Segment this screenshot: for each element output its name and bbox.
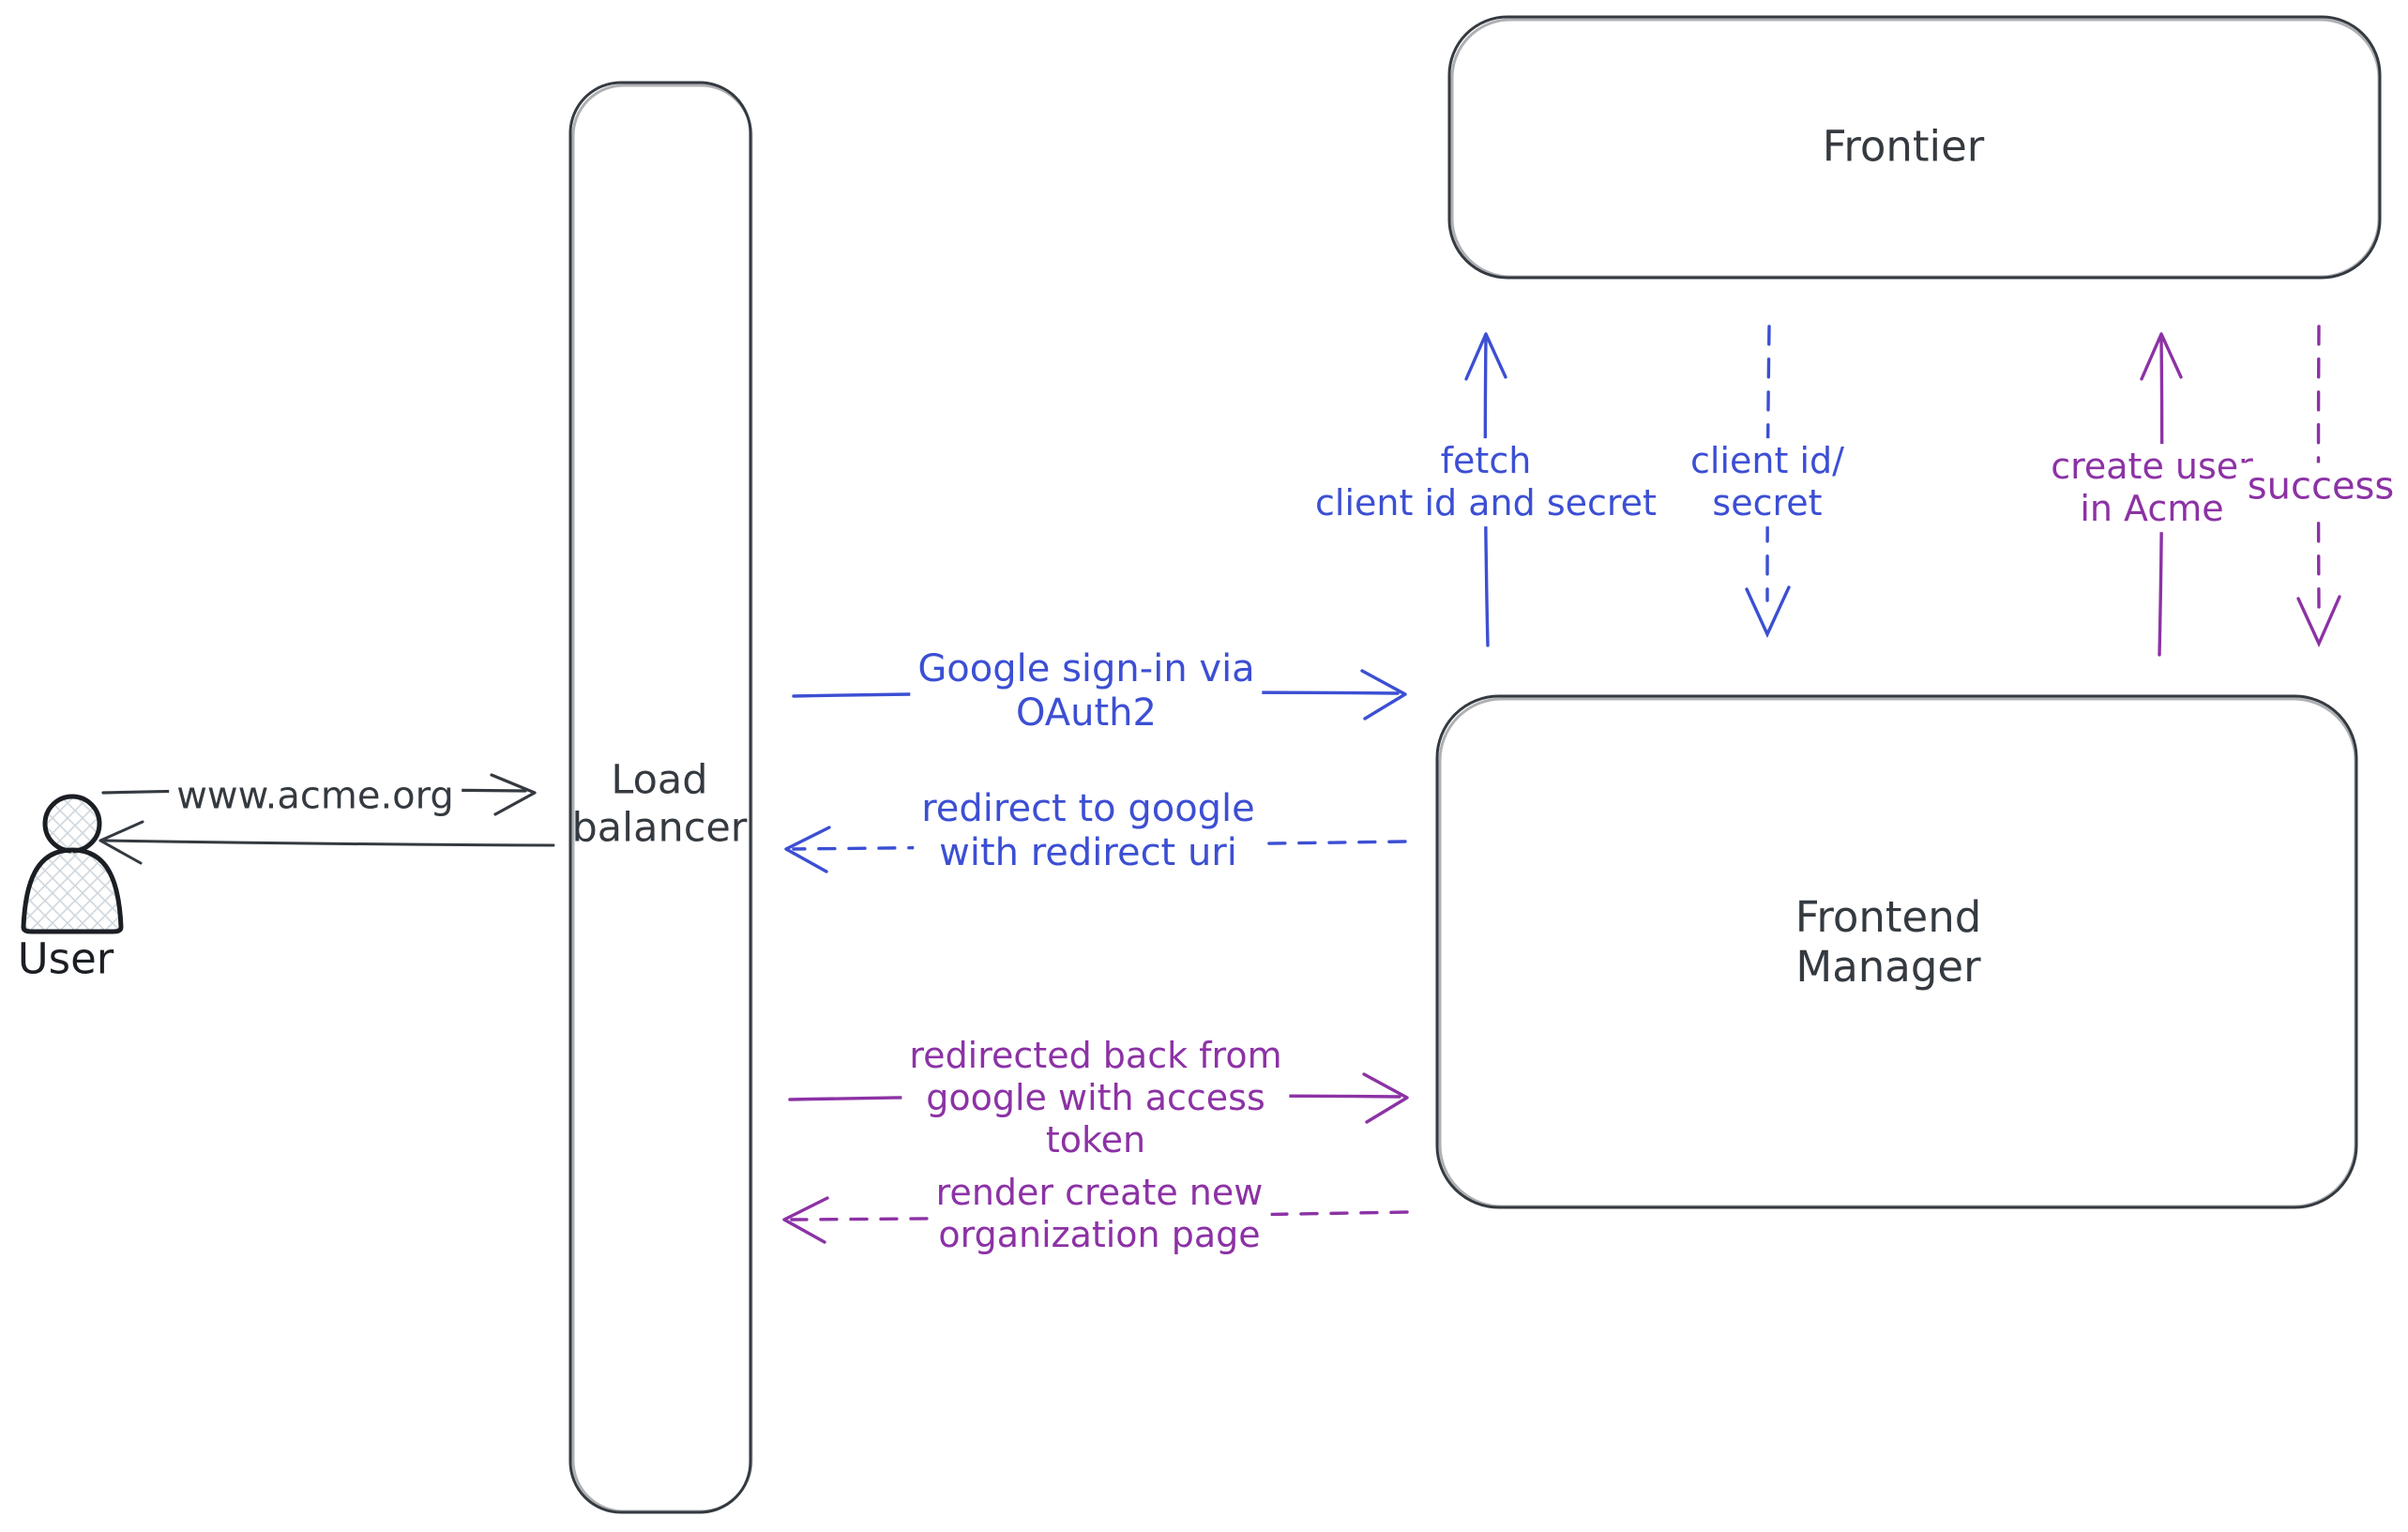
user-icon-head [42, 794, 102, 854]
arrow-render-org-page [782, 1196, 1409, 1244]
arrow-head [2140, 332, 2183, 381]
user-icon-body [21, 847, 124, 934]
arrow-head [1360, 669, 1407, 720]
arrow-client-id-secret [1745, 325, 1791, 639]
arrow-user-request [101, 773, 537, 816]
arrow-google-signin [792, 669, 1407, 720]
arrow-shaft [103, 839, 555, 847]
frontend-manager-box [1435, 694, 2358, 1209]
arrow-create-user [2140, 332, 2183, 657]
arrow-head [784, 826, 831, 873]
arrow-head [1745, 585, 1791, 639]
arrow-head [490, 773, 537, 816]
arrow-head [1362, 1072, 1409, 1124]
arrow-fetch-client [1464, 332, 1507, 647]
load-balancer-box [568, 81, 753, 1514]
arrow-shaft [792, 840, 1407, 851]
arrow-shaft [2158, 338, 2164, 657]
arrow-lb-response [98, 820, 555, 865]
arrow-redirected-back [788, 1072, 1409, 1124]
arrow-shaft [788, 1094, 1401, 1101]
arrow-shaft [790, 1210, 1409, 1221]
arrow-redirect-to-google [784, 826, 1407, 873]
user-icon [21, 794, 124, 934]
arrow-shaft [1765, 325, 1771, 602]
frontier-box [1447, 15, 2382, 280]
arrow-shaft [101, 788, 527, 795]
arrow-shaft [2316, 325, 2321, 610]
arrow-head [782, 1196, 829, 1244]
arrow-shaft [792, 690, 1400, 698]
arrow-shaft [1483, 336, 1490, 647]
arrow-head [98, 820, 144, 865]
arrow-head [2296, 595, 2341, 648]
arrow-success [2296, 325, 2341, 648]
arrow-head [1464, 332, 1507, 381]
